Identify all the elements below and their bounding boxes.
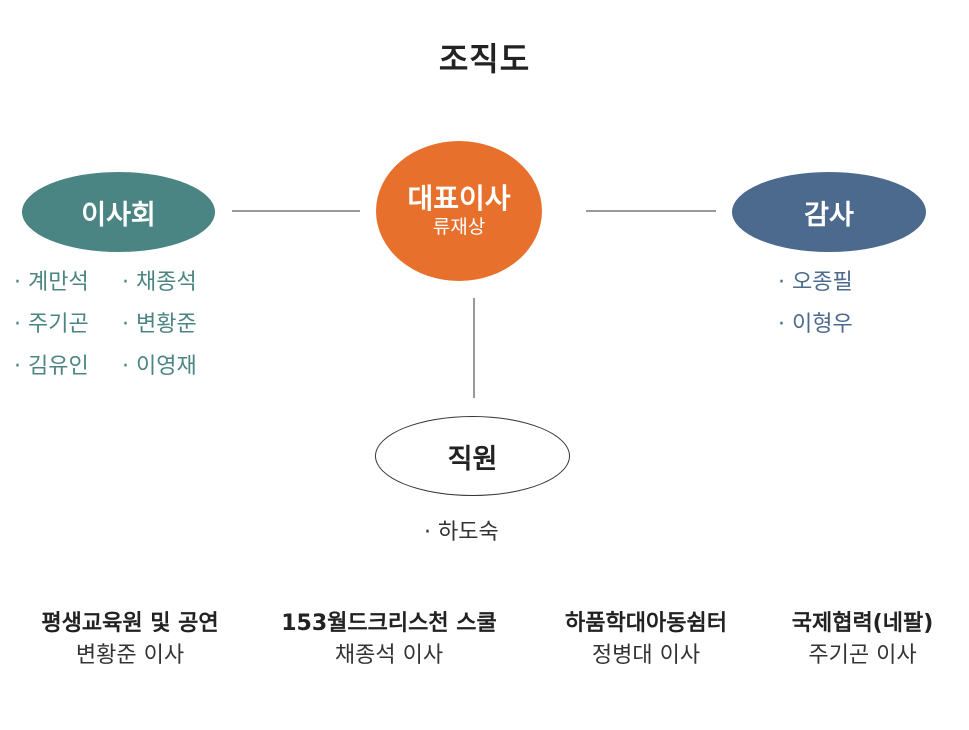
org-international-nepal: 국제협력(네팔) 주기곤 이사	[770, 608, 955, 672]
audit-node: 감사	[732, 172, 926, 252]
board-member: · 주기곤	[14, 312, 89, 337]
org-name: 하품학대아동쉼터	[565, 611, 727, 636]
org-world-christian-school: 153월드크리스천 스쿨 채종석 이사	[258, 608, 520, 672]
board-member: · 계만석	[14, 270, 89, 295]
board-member: · 채종석	[122, 270, 197, 295]
ceo-label: 대표이사	[407, 182, 511, 215]
audit-label: 감사	[804, 199, 854, 231]
org-person: 정병대 이사	[591, 643, 701, 668]
org-name: 153월드크리스천 스쿨	[281, 611, 497, 636]
staff-members: · 하도숙	[424, 514, 499, 546]
audit-member: · 이형우	[778, 312, 853, 337]
org-name: 국제협력(네팔)	[791, 611, 934, 636]
ceo-name: 류재상	[432, 216, 486, 238]
connector-ceo-staff	[473, 298, 475, 398]
board-member: · 이영재	[122, 354, 197, 379]
board-node: 이사회	[22, 172, 215, 252]
board-members-right: · 채종석 · 변황준 · 이영재	[122, 262, 197, 388]
connector-ceo-audit	[586, 210, 716, 212]
staff-label: 직원	[447, 443, 498, 475]
org-child-shelter: 하품학대아동쉼터 정병대 이사	[536, 608, 756, 672]
page-title: 조직도	[438, 40, 531, 78]
staff-member: · 하도숙	[424, 520, 499, 545]
org-lifelong-education: 평생교육원 및 공연 변황준 이사	[14, 608, 246, 672]
board-member: · 김유인	[14, 354, 89, 379]
board-label: 이사회	[81, 199, 156, 231]
org-person: 채종석 이사	[334, 643, 444, 668]
audit-member: · 오종필	[778, 270, 853, 295]
org-person: 주기곤 이사	[808, 643, 917, 668]
board-member: · 변황준	[122, 312, 197, 337]
connector-board-ceo	[232, 210, 360, 212]
board-members-left: · 계만석 · 주기곤 · 김유인	[14, 262, 89, 388]
audit-members: · 오종필 · 이형우	[778, 262, 853, 346]
staff-node: 직원	[375, 416, 570, 496]
ceo-node: 대표이사 류재상	[376, 141, 542, 281]
org-name: 평생교육원 및 공연	[41, 611, 219, 636]
org-person: 변황준 이사	[75, 643, 185, 668]
